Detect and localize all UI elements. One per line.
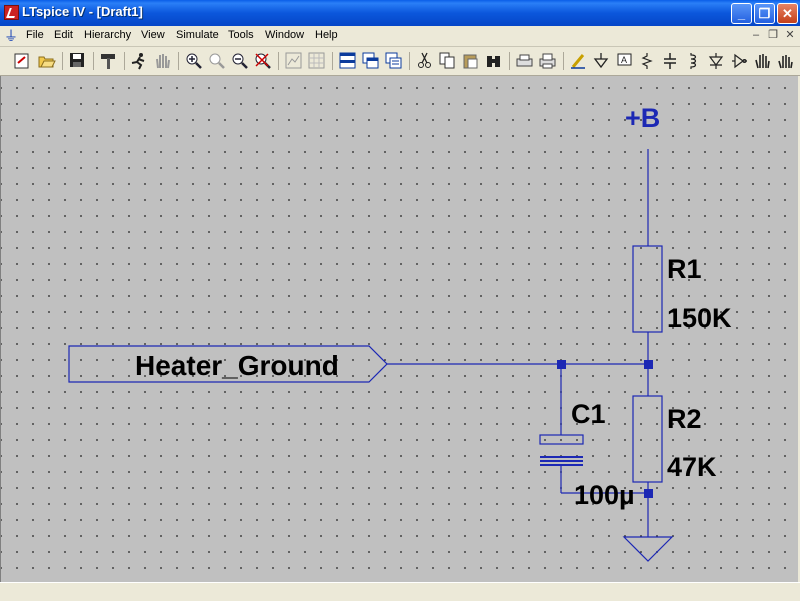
run-simulation-icon[interactable]: [131, 53, 145, 70]
menu-file[interactable]: File: [26, 29, 44, 41]
net-label-flag[interactable]: [68, 345, 388, 383]
mdi-restore-icon[interactable]: ❐: [768, 29, 778, 41]
ltspice-app-icon[interactable]: [4, 5, 19, 20]
diode-icon[interactable]: [708, 53, 724, 69]
menu-view[interactable]: View: [141, 29, 165, 41]
capacitor-icon[interactable]: [664, 53, 676, 69]
status-bar: [0, 582, 800, 601]
document-icon[interactable]: ⏚: [4, 28, 18, 44]
menu-window[interactable]: Window: [265, 29, 305, 41]
resistor-r1[interactable]: [632, 245, 663, 333]
resistor-icon[interactable]: [641, 53, 653, 69]
find-binoculars-icon[interactable]: [487, 56, 500, 67]
control-panel-icon[interactable]: [101, 54, 115, 69]
cut-icon[interactable]: [418, 52, 431, 68]
save-icon[interactable]: [70, 53, 84, 67]
new-schematic-icon[interactable]: [14, 53, 29, 69]
mdi-minimize-icon[interactable]: –: [752, 29, 760, 41]
menu-bar: ⏚ File Edit Hierarchy View Simulate Tool…: [0, 26, 800, 47]
restore-button[interactable]: ❐: [754, 3, 775, 24]
tile-vertical-icon[interactable]: [385, 52, 402, 69]
zoom-in-icon[interactable]: [186, 53, 202, 69]
r1-value[interactable]: 150K: [667, 303, 732, 333]
window-frame-edge: [798, 76, 800, 582]
net-label-icon[interactable]: A: [617, 53, 632, 66]
halt-hand-icon[interactable]: [156, 54, 170, 69]
supply-label[interactable]: +B: [625, 103, 660, 133]
toolbar: A: [0, 47, 800, 76]
schematic-canvas[interactable]: +B Heater_Ground R1 150K R2 47K C1 100µ: [0, 76, 799, 582]
autorange-icon[interactable]: [285, 52, 302, 69]
ground-symbol-icon[interactable]: [593, 53, 609, 69]
resistor-r2[interactable]: [632, 395, 663, 483]
menu-tools[interactable]: Tools: [228, 29, 254, 41]
capacitor-c1-plate-top[interactable]: [539, 434, 584, 445]
net-label-text[interactable]: Heater_Ground: [135, 350, 339, 381]
grid-toggle-icon[interactable]: [308, 52, 325, 69]
copy-icon[interactable]: [439, 52, 455, 69]
print-icon[interactable]: [539, 53, 556, 69]
paste-icon[interactable]: [463, 54, 478, 69]
zoom-fit-icon[interactable]: [255, 53, 271, 69]
junction-r1-r2: [644, 360, 653, 369]
open-folder-icon[interactable]: [38, 56, 56, 68]
zoom-out-icon[interactable]: [232, 53, 248, 69]
close-button[interactable]: ✕: [777, 3, 798, 24]
c1-name[interactable]: C1: [571, 399, 606, 429]
junction-c1: [557, 360, 566, 369]
inductor-icon[interactable]: [690, 53, 697, 69]
title-bar[interactable]: LTspice IV - [Draft1] _ ❐ ✕: [0, 0, 800, 26]
svg-text:A: A: [621, 55, 627, 65]
menu-edit[interactable]: Edit: [54, 29, 73, 41]
r2-value[interactable]: 47K: [667, 452, 717, 482]
menu-hierarchy[interactable]: Hierarchy: [84, 29, 132, 41]
component-icon[interactable]: [732, 53, 747, 69]
draw-wire-pencil-icon[interactable]: [571, 54, 585, 69]
pan-zoom-icon[interactable]: [209, 53, 225, 69]
print-setup-icon[interactable]: [516, 54, 533, 67]
tile-horizontal-icon[interactable]: [339, 52, 356, 69]
cascade-windows-icon[interactable]: [362, 52, 379, 69]
mdi-close-icon[interactable]: ✕: [785, 29, 795, 41]
r1-name[interactable]: R1: [667, 254, 702, 284]
menu-help[interactable]: Help: [315, 29, 338, 41]
move-hand-icon[interactable]: [755, 54, 770, 69]
r2-name[interactable]: R2: [667, 404, 702, 434]
window-title: LTspice IV - [Draft1]: [22, 4, 143, 19]
junction-ground: [644, 489, 653, 498]
minimize-button[interactable]: _: [731, 3, 752, 24]
menu-simulate[interactable]: Simulate: [176, 29, 219, 41]
drag-hand-icon[interactable]: [778, 55, 793, 69]
c1-value[interactable]: 100µ: [574, 480, 635, 510]
ground-symbol[interactable]: [622, 536, 674, 562]
